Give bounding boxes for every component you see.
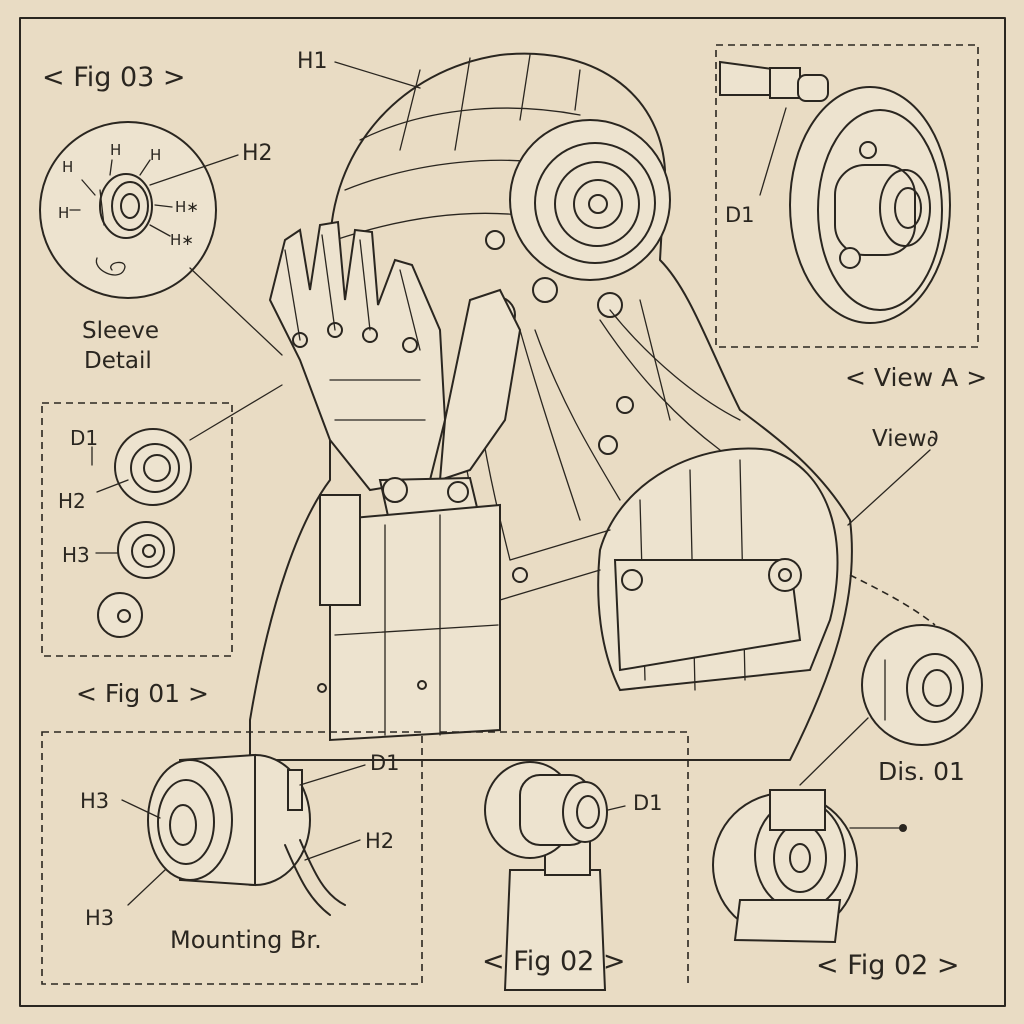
sleeve-h-label-e: H∗ (175, 198, 199, 216)
view-a-label: < View A > (845, 363, 987, 392)
fig02-center-label: < Fig 02 > (482, 946, 626, 977)
fig02-center-panel (440, 731, 689, 991)
sleeve-detail-callout (39, 121, 283, 356)
sleeve-h-label-c: H (150, 146, 161, 164)
fig02-right-label: < Fig 02 > (816, 950, 960, 981)
fig03-label: < Fig 03 > (42, 62, 186, 93)
mounting-br-label: Mounting Br. (170, 926, 322, 954)
view-d-label: View∂ (872, 426, 938, 452)
sheet-border (19, 17, 1006, 1007)
sleeve-h-label-f: H∗ (170, 231, 194, 249)
fig02-center-d1-label: D1 (633, 791, 663, 815)
view-d-arrow (847, 449, 931, 526)
robot-shoulder (499, 447, 839, 692)
mount-d1-label: D1 (370, 751, 400, 775)
fig01-h3-label: H3 (62, 543, 90, 567)
sleeve-h2-label: H2 (242, 141, 273, 166)
h1-label: H1 (297, 49, 328, 74)
fig01-d1-label: D1 (70, 426, 98, 450)
fig01-panel (41, 384, 283, 657)
mounting-bracket-panel (41, 731, 423, 985)
mount-h3-bottom-label: H3 (85, 906, 114, 930)
sleeve-detail-line1: Sleeve (82, 318, 159, 344)
sleeve-h-label-a: H (62, 158, 73, 176)
view-a-panel (715, 44, 979, 348)
sleeve-detail-line2: Detail (84, 348, 152, 374)
view-a-d1-label: D1 (725, 203, 755, 227)
sleeve-h-label-d: H (58, 204, 69, 222)
dis01-callout (712, 574, 983, 944)
fig01-label: < Fig 01 > (76, 679, 209, 708)
robot-hands (268, 220, 522, 492)
sleeve-h-label-b: H (110, 141, 121, 159)
dis01-label: Dis. 01 (878, 757, 965, 786)
mount-h2-label: H2 (365, 829, 394, 853)
fig01-h2-label: H2 (58, 489, 86, 513)
h1-leader (334, 61, 421, 89)
robot-figure (249, 52, 853, 761)
mount-h3-top-label: H3 (80, 789, 109, 813)
